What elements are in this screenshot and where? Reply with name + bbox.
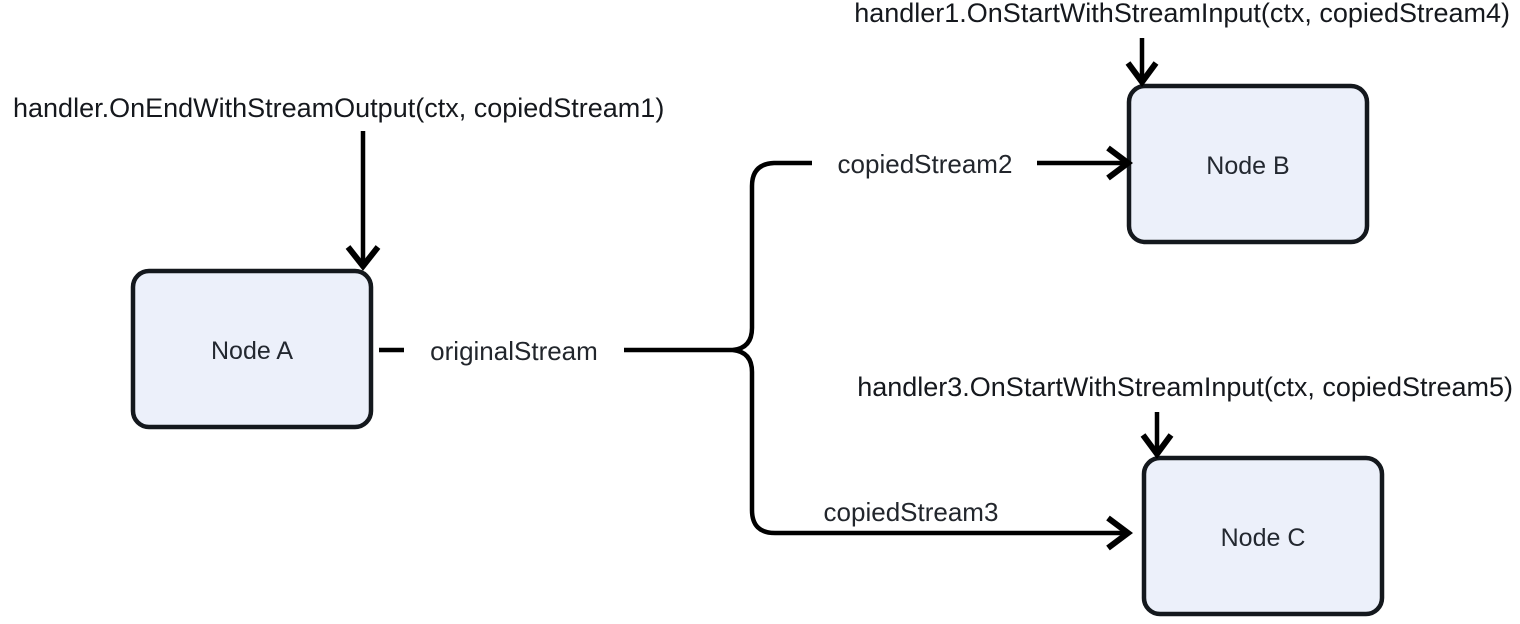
branch-lower-line [732, 347, 1125, 536]
node-a-input-arrowhead [345, 245, 381, 271]
edge-handler-to-node-b [1125, 38, 1159, 88]
edge-handler-to-node-c [1140, 412, 1174, 460]
edge-label-original-stream: originalStream [430, 336, 598, 366]
node-a-box[interactable] [130, 268, 374, 430]
handler-label-node-b-input: handler1.OnStartWithStreamInput(ctx, cop… [854, 0, 1510, 28]
node-a-label: Node A [211, 337, 293, 365]
node-a[interactable]: Node A [130, 268, 374, 430]
copied-stream3-arrowhead [1106, 515, 1133, 551]
node-c[interactable]: Node C [1141, 455, 1385, 617]
edge-handler-to-node-a [345, 131, 381, 271]
handler-label-node-c-input: handler3.OnStartWithStreamInput(ctx, cop… [857, 372, 1513, 402]
copied-stream2-arrowhead [1106, 145, 1133, 181]
handler-label-node-a-output: handler.OnEndWithStreamOutput(ctx, copie… [13, 93, 664, 123]
branch-upper-line [732, 160, 812, 353]
edge-label-copied-stream3: copiedStream3 [824, 497, 999, 527]
node-c-box[interactable] [1141, 455, 1385, 617]
node-b[interactable]: Node B [1126, 83, 1370, 245]
node-c-input-arrowhead [1140, 433, 1174, 460]
node-c-label: Node C [1221, 524, 1306, 552]
node-b-input-arrowhead [1125, 61, 1159, 88]
edge-label-copied-stream2: copiedStream2 [838, 149, 1013, 179]
node-b-label: Node B [1206, 152, 1289, 180]
